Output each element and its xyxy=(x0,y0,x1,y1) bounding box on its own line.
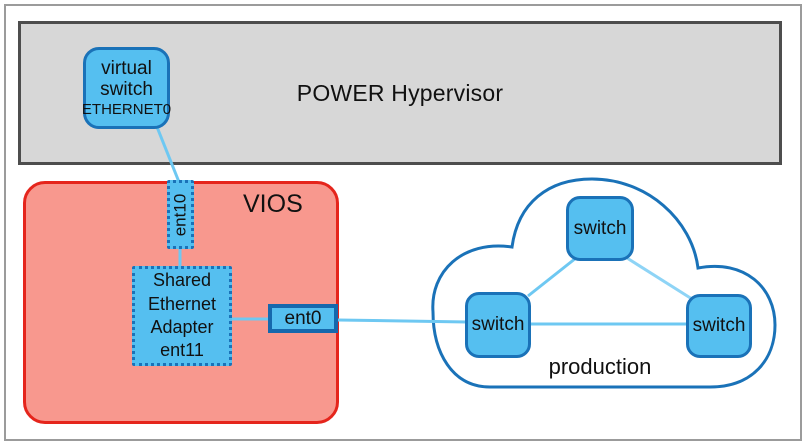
sea-line2: Ethernet xyxy=(147,293,217,314)
ent10-label: ent10 xyxy=(170,193,190,236)
switch-right-label: switch xyxy=(692,315,746,336)
virtual-switch-node: virtual switch ETHERNET0 xyxy=(81,47,172,129)
virtual-switch-line1: virtual xyxy=(101,57,152,79)
shared-ethernet-adapter: Shared Ethernet Adapter ent11 xyxy=(132,266,232,366)
virtual-switch-line2: switch xyxy=(100,79,153,101)
sea-line3: Adapter xyxy=(150,317,214,337)
switch-left-label: switch xyxy=(471,314,525,335)
sea-line1: Shared xyxy=(152,270,212,291)
trunk-adapter-ent10: ent10 xyxy=(167,180,194,249)
switch-top-label: switch xyxy=(573,217,627,239)
production-switch-right: switch xyxy=(686,294,752,358)
ent0-label: ent0 xyxy=(284,307,322,329)
vios-label: VIOS xyxy=(243,190,303,218)
physical-adapter-ent0: ent0 xyxy=(268,304,338,333)
outer-frame xyxy=(4,4,802,441)
virtual-switch-name: ETHERNET0 xyxy=(81,100,172,118)
hypervisor-title: POWER Hypervisor xyxy=(296,79,504,106)
sea-line4: ent11 xyxy=(160,340,204,361)
production-switch-top: switch xyxy=(566,196,634,261)
production-switch-left: switch xyxy=(465,292,531,358)
production-network-label: production xyxy=(548,354,652,379)
